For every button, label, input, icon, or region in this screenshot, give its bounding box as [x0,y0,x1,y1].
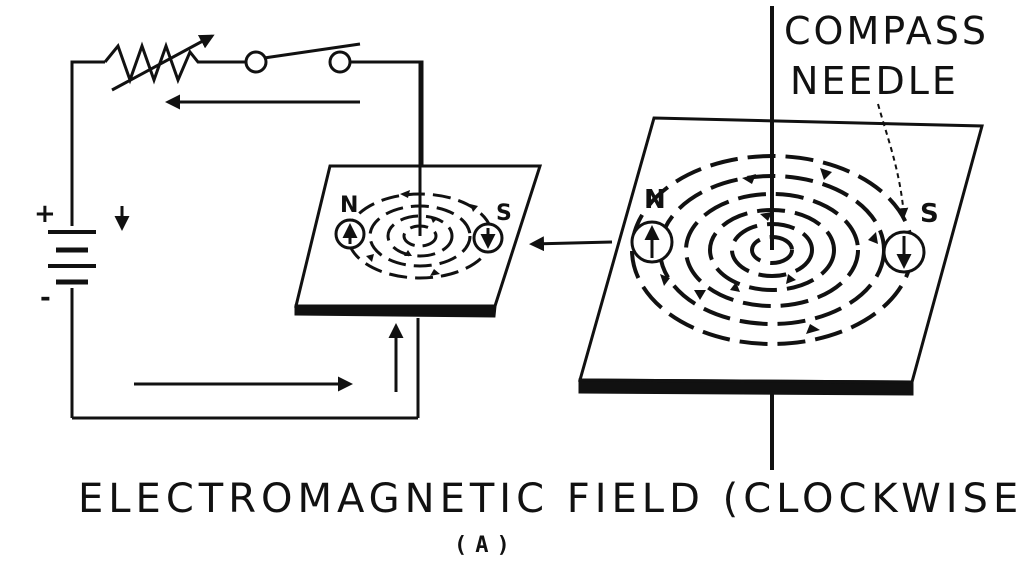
large-north-label: N [644,185,666,215]
switch-terminal-left [244,50,268,74]
large-south-label: S [920,199,939,229]
large-field-arrows [660,168,878,334]
circuit-top-wire [70,60,105,66]
switch-blade [263,42,361,60]
rheostat-arrow [111,34,215,92]
small-field-arrows [366,190,478,276]
small-north-label: N [340,193,358,218]
small-south-label: S [496,201,512,226]
large-plate [578,6,984,470]
rheostat-resistor [103,41,246,85]
battery-plus-label: + [34,199,56,229]
needle-label: NEEDLE [790,59,959,103]
diagram-sublabel: (A) [454,533,518,558]
diagram-caption: ELECTROMAGNETIC FIELD (CLOCKWISE) [78,476,1024,522]
large-plate-edge [578,378,914,396]
magnify-arrow [529,236,613,252]
compass-needle-pointer [877,103,909,218]
compass-label: COMPASS [784,9,989,53]
small-plate-edge [294,304,497,318]
circuit-right-top-wire [350,60,424,205]
switch-terminal-right [328,50,352,74]
small-plate-outline [294,164,543,308]
small-plate [294,62,543,318]
circuit [48,34,424,420]
battery-minus-label: - [40,283,51,313]
